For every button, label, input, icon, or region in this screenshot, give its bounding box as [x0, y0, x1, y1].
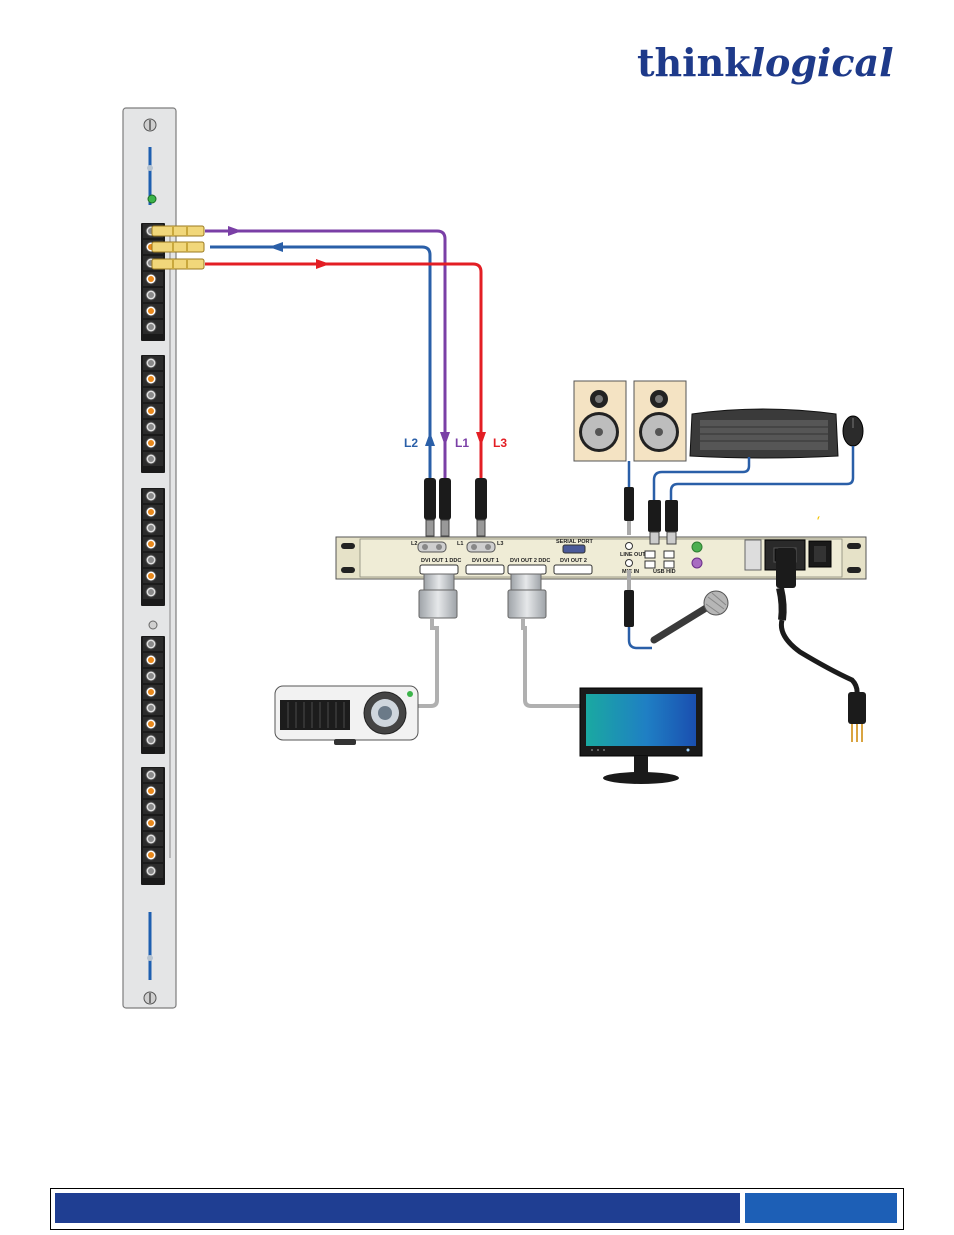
usb-plug	[665, 500, 678, 545]
arrow-right-icon	[228, 226, 242, 236]
fiber-links	[205, 226, 487, 537]
sfp-port	[143, 569, 163, 583]
sfp-port	[143, 320, 163, 334]
port-label-dvi-out-2: DVI OUT 2	[560, 558, 587, 564]
sfp-port	[143, 717, 163, 731]
sfp-port	[143, 404, 163, 418]
sfp-port	[143, 669, 163, 683]
status-led-icon	[147, 194, 157, 204]
brand-logo: thinklogical	[637, 40, 894, 85]
sfp-port	[143, 537, 163, 551]
port-label-serial: SERIAL PORT	[556, 539, 594, 545]
peripheral-cables	[627, 446, 855, 650]
speaker-right	[633, 380, 687, 462]
sfp-port	[143, 452, 163, 466]
port-label-dvi-out-2-ddc: DVI OUT 2 DDC	[510, 558, 550, 564]
audio-plug	[624, 487, 634, 535]
port-label-l3: L3	[497, 541, 503, 547]
fiber-link-l3	[205, 262, 483, 478]
ps2-mouse-port-icon	[691, 557, 703, 569]
monitor	[579, 687, 703, 784]
arrow-down-icon	[476, 432, 486, 446]
sfp-port	[143, 372, 163, 386]
port-label-usb-hid: USB HID	[653, 569, 676, 575]
port-label-dvi-out-1: DVI OUT 1	[472, 558, 499, 564]
fiber-connector-inserted	[151, 225, 205, 237]
sfp-port	[143, 800, 163, 814]
sfp-port	[143, 864, 163, 878]
sfp-port	[143, 685, 163, 699]
sfp-port	[143, 288, 163, 302]
footer-side-band	[745, 1193, 897, 1223]
sfp-port	[143, 272, 163, 286]
arrow-up-icon	[425, 432, 435, 446]
microphone	[650, 590, 729, 644]
sfp-port	[143, 388, 163, 402]
receiver-rear-panel: L2 L1 L3 DVI OUT 1 DDC DVI OUT 1 DVI OUT…	[335, 516, 867, 580]
usb-plug	[648, 500, 661, 545]
link-label-l1: L1	[455, 436, 469, 450]
sfp-port	[143, 653, 163, 667]
sfp-port	[143, 436, 163, 450]
sfp-port-column	[141, 223, 205, 885]
fiber-link-l2	[210, 245, 432, 478]
sfp-port	[143, 304, 163, 318]
link-label-l3: L3	[493, 436, 507, 450]
sfp-port	[143, 784, 163, 798]
sfp-port	[143, 505, 163, 519]
keyboard	[689, 408, 839, 459]
port-label-line-out: LINE OUT	[620, 552, 646, 558]
power-cord	[776, 548, 866, 742]
link-label-l2: L2	[404, 436, 418, 450]
mouse	[842, 415, 864, 447]
dvi-cable-projector	[418, 573, 458, 708]
sfp-port	[143, 637, 163, 651]
sfp-port	[143, 701, 163, 715]
arrow-down-icon	[440, 432, 450, 446]
sfp-port	[143, 521, 163, 535]
sfp-port	[143, 768, 163, 782]
fiber-connector	[439, 478, 451, 537]
sfp-port	[143, 816, 163, 830]
footer-main-band	[55, 1193, 740, 1223]
projector	[274, 685, 419, 745]
sfp-port	[143, 553, 163, 567]
port-label-l1: L1	[457, 541, 463, 547]
sfp-port	[143, 489, 163, 503]
footer-bar	[50, 1188, 904, 1230]
fiber-connector	[475, 478, 487, 537]
fiber-chassis-panel	[122, 107, 205, 1009]
audio-plug	[624, 570, 634, 627]
fiber-connector	[424, 478, 436, 537]
sfp-port	[143, 848, 163, 862]
arrow-right-icon	[316, 259, 330, 269]
sfp-port	[143, 733, 163, 747]
port-label-l2: L2	[411, 541, 417, 547]
ps2-keyboard-port-icon	[691, 541, 703, 553]
fiber-link-l1	[205, 229, 447, 478]
fiber-connector-inserted	[151, 258, 205, 270]
dvi-cable-monitor	[507, 573, 580, 708]
sfp-port	[143, 585, 163, 599]
arrow-left-icon	[269, 242, 283, 252]
sfp-port	[143, 832, 163, 846]
sfp-port	[143, 356, 163, 370]
screw-icon	[148, 620, 158, 630]
port-label-dvi-out-1-ddc: DVI OUT 1 DDC	[421, 558, 461, 564]
sfp-port	[143, 420, 163, 434]
speaker-left	[573, 380, 627, 462]
fiber-connector-inserted	[151, 241, 205, 253]
